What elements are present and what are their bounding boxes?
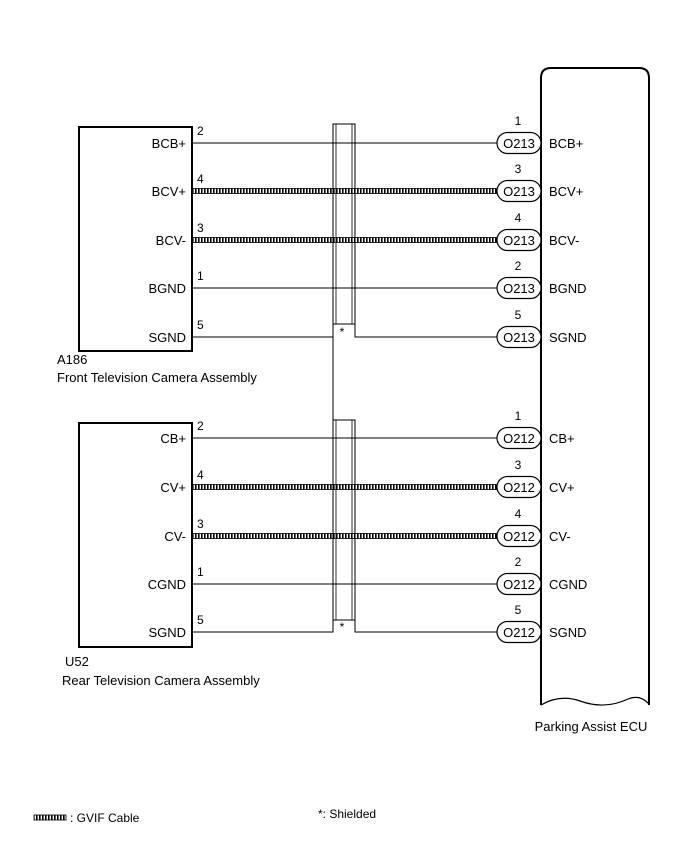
shield-drain-right <box>354 620 497 633</box>
connector-code: O212 <box>503 431 535 446</box>
legend-gvif-label: : GVIF Cable <box>70 811 140 825</box>
left-pin-number: 4 <box>197 468 204 482</box>
gvif-cable <box>191 533 498 539</box>
left-pin-number: 2 <box>197 419 204 433</box>
ecu-outline <box>540 67 650 705</box>
connector-pill <box>496 325 542 349</box>
ecu-terminal-label: CV+ <box>549 480 575 495</box>
left-pin-number: 4 <box>197 172 204 186</box>
connector-pill <box>496 131 542 155</box>
left-pin-number: 1 <box>197 565 204 579</box>
connector-pill <box>496 524 542 548</box>
connector-code: O213 <box>503 233 535 248</box>
left-terminal-label: BCV+ <box>152 184 186 199</box>
connector-code: O212 <box>503 480 535 495</box>
left-pin-number: 5 <box>197 318 204 332</box>
left-terminal-label: CV- <box>164 529 186 544</box>
connector-pill <box>496 179 542 203</box>
ecu-terminal-label: BGND <box>549 281 587 296</box>
rear-camera-code: U52 <box>65 654 89 669</box>
left-pin-number: 1 <box>197 269 204 283</box>
ecu-terminal-label: CV- <box>549 529 571 544</box>
front-wires: BCB+2O2131BCB+BCV+4O2133BCV+BCV-3O2134BC… <box>148 114 587 349</box>
ecu-terminal-label: BCV+ <box>549 184 583 199</box>
connector-code: O212 <box>503 577 535 592</box>
front-camera-code: A186 <box>57 352 87 367</box>
connector-pill <box>496 276 542 300</box>
connector-pill <box>496 426 542 450</box>
ecu-terminal-label: SGND <box>549 625 587 640</box>
left-terminal-label: BCB+ <box>152 136 186 151</box>
legend-gvif-swatch <box>33 814 67 821</box>
rear-camera-assembly: U52 Rear Television Camera Assembly CB+ 2… <box>62 324 587 688</box>
ecu-pin-number: 1 <box>515 114 522 128</box>
front-camera-name: Front Television Camera Assembly <box>57 370 257 385</box>
connector-pill <box>496 620 542 644</box>
ecu-terminal-label: BCV- <box>549 233 579 248</box>
left-terminal-label: BCV- <box>156 233 186 248</box>
ecu-pin-number: 1 <box>515 409 522 423</box>
rear-shield-tube <box>332 419 356 621</box>
ecu-terminal-label: BCB+ <box>549 136 583 151</box>
ecu-pin-number: 2 <box>515 259 522 273</box>
ecu-pin-number: 3 <box>515 162 522 176</box>
connector-code: O212 <box>503 625 535 640</box>
shield-marker: * <box>340 620 345 634</box>
gvif-cable <box>191 484 498 490</box>
left-terminal-label: CGND <box>148 577 186 592</box>
ecu-pin-number: 5 <box>515 603 522 617</box>
ecu-pin-number: 5 <box>515 308 522 322</box>
ecu-pin-number: 3 <box>515 458 522 472</box>
rear-camera-name: Rear Television Camera Assembly <box>62 673 260 688</box>
shield-drain-right <box>354 324 497 338</box>
left-terminal-label: CV+ <box>160 480 186 495</box>
legend-shielded-label: *: Shielded <box>318 807 376 821</box>
ecu-terminal-label: CB+ <box>549 431 575 446</box>
left-terminal-label: BGND <box>148 281 186 296</box>
connector-code: O213 <box>503 281 535 296</box>
left-pin-number: 3 <box>197 221 204 235</box>
connector-pill <box>496 572 542 596</box>
ecu-terminal-label: SGND <box>549 330 587 345</box>
ecu-pin-number: 4 <box>515 211 522 225</box>
connector-code: O213 <box>503 136 535 151</box>
left-pin-number: 5 <box>197 613 204 627</box>
connector-code: O213 <box>503 184 535 199</box>
left-pin-number: 2 <box>197 124 204 138</box>
ecu-pin-number: 2 <box>515 555 522 569</box>
ecu-pin-number: 4 <box>515 507 522 521</box>
connector-pill <box>496 228 542 252</box>
front-shield-tube <box>332 123 356 325</box>
connector-code: O213 <box>503 330 535 345</box>
connector-code: O212 <box>503 529 535 544</box>
left-terminal-label: CB+ <box>160 431 186 446</box>
left-pin-number: 3 <box>197 517 204 531</box>
gvif-cable <box>191 188 498 194</box>
rear-wires: CB+2O2121CB+CV+4O2123CV+CV-3O2124CV-CGND… <box>148 324 587 644</box>
left-terminal-label: SGND <box>148 330 186 345</box>
ecu-terminal-label: CGND <box>549 577 587 592</box>
ecu-break-line <box>540 696 650 706</box>
left-terminal-label: SGND <box>148 625 186 640</box>
shield-drain-left <box>192 324 334 338</box>
shield-marker: * <box>340 325 345 339</box>
connector-pill <box>496 475 542 499</box>
front-camera-assembly: A186 Front Television Camera Assembly BC… <box>57 114 587 385</box>
gvif-cable <box>191 237 498 243</box>
ecu-label: Parking Assist ECU <box>535 719 648 734</box>
